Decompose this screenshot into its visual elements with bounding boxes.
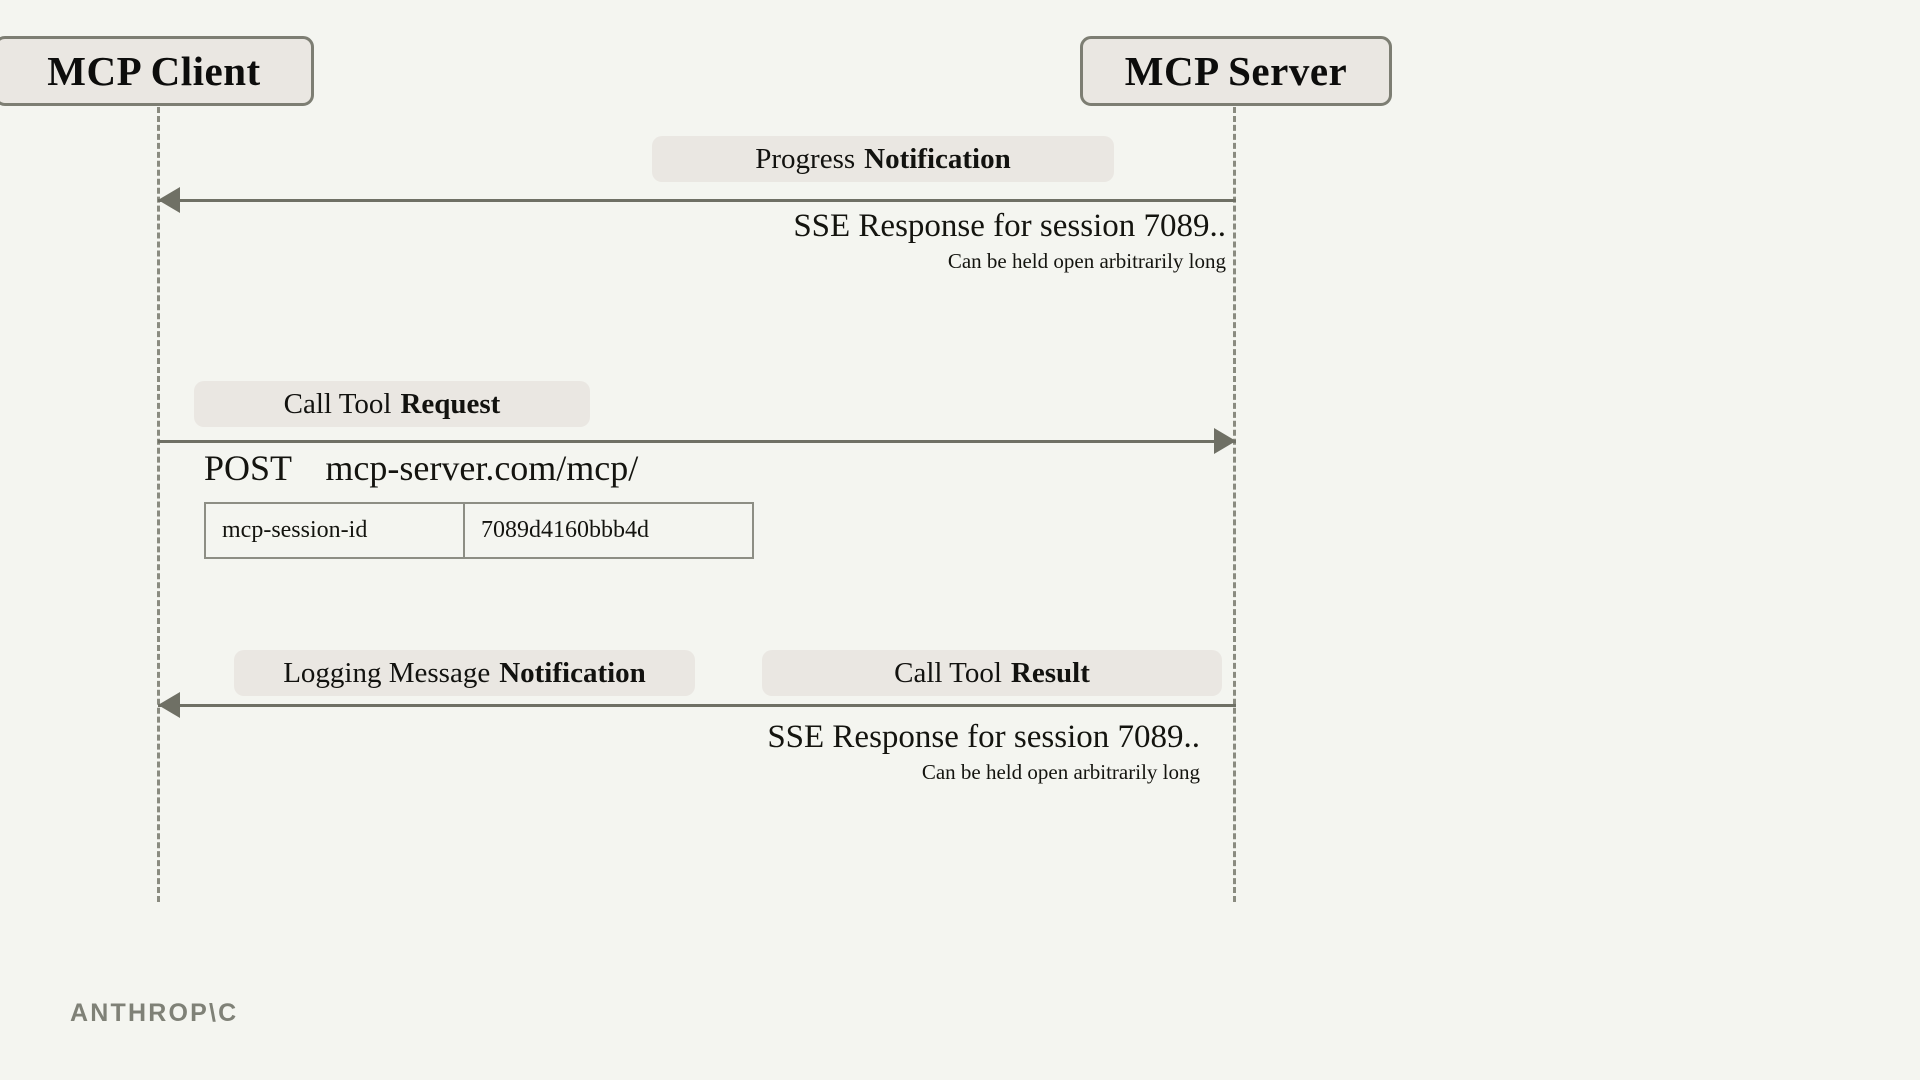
message-label-regular-call-tool: Call Tool xyxy=(894,656,1002,689)
arrow-head-right-call-tool-request xyxy=(1214,428,1236,454)
message-label-progress-notification: Progress Notification xyxy=(652,136,1114,182)
message-label-bold-notification: Notification xyxy=(864,142,1011,175)
http-request-detail: POST mcp-server.com/mcp/ mcp-session-id … xyxy=(204,446,754,559)
arrow-head-left-call-tool-result xyxy=(158,692,180,718)
message-label-regular-progress: Progress xyxy=(755,142,856,175)
arrow-line-progress-notification xyxy=(158,199,1236,202)
arrow-head-left-progress-notification xyxy=(158,187,180,213)
sse-response-subtitle-top: Can be held open arbitrarily long xyxy=(947,249,1226,273)
message-label-bold-notification: Notification xyxy=(499,656,646,689)
lifeline-mcp-client xyxy=(157,107,160,902)
header-value-cell: 7089d4160bbb4d xyxy=(463,502,754,559)
anthropic-wordmark: ANTHROP\C xyxy=(70,999,239,1027)
table-row: mcp-session-id 7089d4160bbb4d xyxy=(204,502,754,559)
message-label-regular-call-tool: Call Tool xyxy=(283,387,392,420)
http-request-line: POST mcp-server.com/mcp/ xyxy=(204,446,754,490)
message-label-bold-result: Result xyxy=(1010,656,1090,689)
http-method: POST xyxy=(204,448,292,488)
message-label-bold-request: Request xyxy=(400,387,501,420)
message-label-call-tool-request: Call Tool Request xyxy=(194,381,590,427)
arrow-line-call-tool-request xyxy=(158,440,1236,443)
lifeline-mcp-server xyxy=(1233,107,1236,902)
sse-response-subtitle-bottom: Can be held open arbitrarily long xyxy=(921,760,1200,784)
participant-label-mcp-client: MCP Client xyxy=(47,48,261,94)
sse-response-title-bottom: SSE Response for session 7089.. xyxy=(767,719,1200,755)
participant-label-mcp-server: MCP Server xyxy=(1124,48,1348,94)
header-name-cell: mcp-session-id xyxy=(204,502,465,559)
sse-response-annotation-bottom: SSE Response for session 7089.. Can be h… xyxy=(400,717,1200,787)
message-label-logging-message-notification: Logging Message Notification xyxy=(234,650,695,696)
sse-response-annotation-top: SSE Response for session 7089.. Can be h… xyxy=(400,206,1226,276)
sse-response-title-top: SSE Response for session 7089.. xyxy=(793,208,1226,244)
message-label-regular-logging-message: Logging Message xyxy=(283,656,491,689)
participant-box-mcp-server: MCP Server xyxy=(1080,36,1392,106)
message-label-call-tool-result: Call Tool Result xyxy=(762,650,1222,696)
participant-box-mcp-client: MCP Client xyxy=(0,36,314,106)
arrow-line-call-tool-result xyxy=(158,704,1236,707)
http-url: mcp-server.com/mcp/ xyxy=(325,448,639,488)
http-headers-table: mcp-session-id 7089d4160bbb4d xyxy=(204,502,754,559)
